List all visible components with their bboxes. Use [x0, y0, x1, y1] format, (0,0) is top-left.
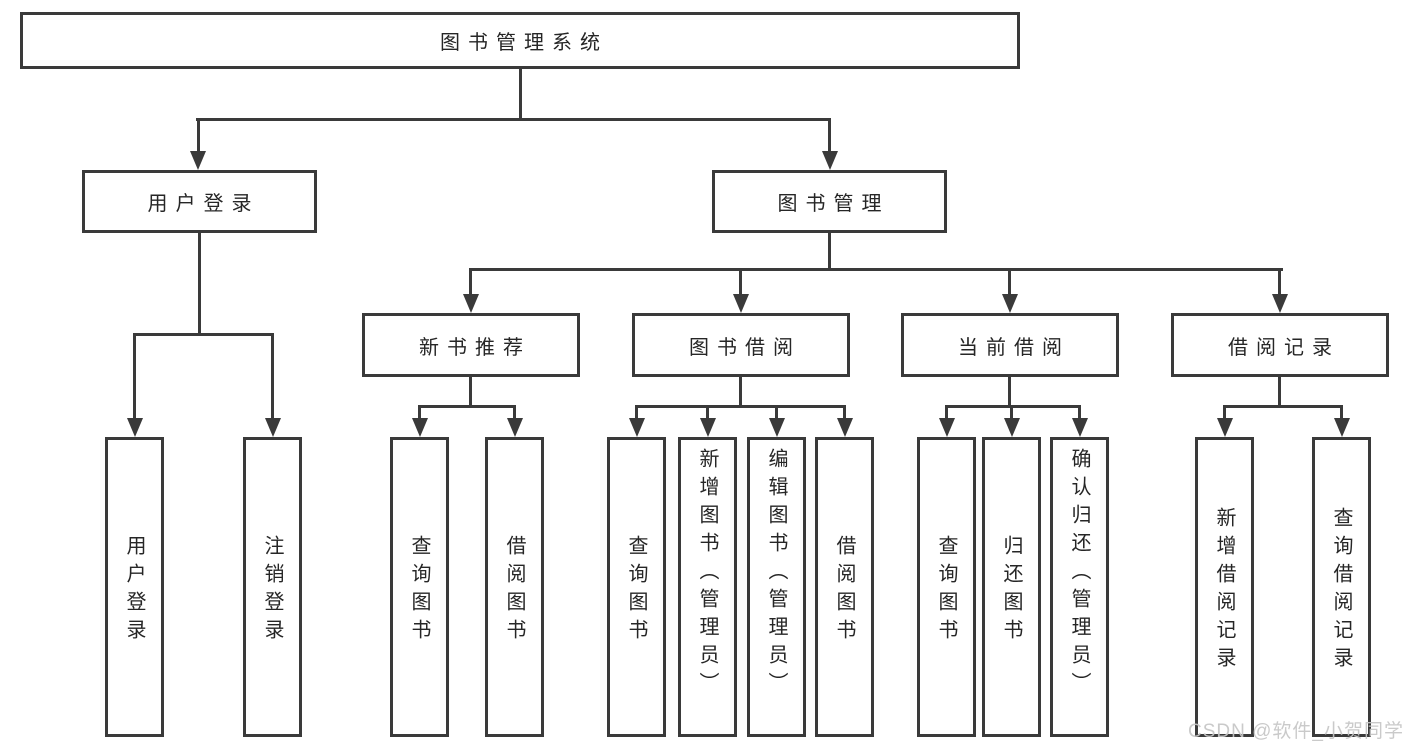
leaf-bb-add-book-admin: 新增图书（管理员） [678, 437, 737, 737]
arrow-user-login [190, 151, 206, 170]
leaf-user-login-label: 用户登录 [123, 535, 145, 647]
leaf-br-query-record-label: 查询借阅记录 [1330, 507, 1352, 675]
connector-nbr-drop-1 [418, 405, 421, 418]
node-book-borrow-label: 图书借阅 [689, 336, 801, 359]
connector-user-login-stem [198, 233, 201, 336]
leaf-cb-return-book-label: 归还图书 [1000, 535, 1022, 647]
leaf-br-add-record: 新增借阅记录 [1195, 437, 1254, 737]
connector-cb-drop-1 [945, 405, 948, 418]
leaf-logout-label: 注销登录 [261, 535, 283, 647]
node-book-management: 图书管理 [712, 170, 947, 233]
node-root: 图书管理系统 [20, 12, 1020, 69]
connector-nbr-split [418, 405, 516, 408]
connector-root-stem [519, 68, 522, 121]
connector-cb-drop-2 [1010, 405, 1013, 418]
leaf-bb-add-book-admin-label: 新增图书（管理员） [696, 448, 718, 700]
arrow-br-query-record [1334, 418, 1350, 437]
arrow-br-add-record [1217, 418, 1233, 437]
connector-book-mgmt-drop-3 [1008, 268, 1011, 295]
leaf-nbr-borrow-book-label: 借阅图书 [503, 535, 525, 647]
connector-root-drop-left [197, 118, 200, 152]
connector-br-drop-2 [1340, 405, 1343, 418]
connector-user-login-split [133, 333, 274, 336]
leaf-br-query-record: 查询借阅记录 [1312, 437, 1371, 737]
leaf-br-add-record-label: 新增借阅记录 [1213, 507, 1235, 675]
node-new-book-recommend-label: 新书推荐 [419, 336, 531, 359]
connector-br-split [1223, 405, 1343, 408]
connector-book-mgmt-stem [828, 233, 831, 271]
connector-cb-drop-3 [1078, 405, 1081, 418]
leaf-cb-return-book: 归还图书 [982, 437, 1041, 737]
leaf-nbr-query-book: 查询图书 [390, 437, 449, 737]
leaf-nbr-borrow-book: 借阅图书 [485, 437, 544, 737]
leaf-bb-borrow-book-label: 借阅图书 [833, 535, 855, 647]
connector-user-login-drop-1 [133, 333, 136, 418]
leaf-cb-query-book: 查询图书 [917, 437, 976, 737]
connector-nbr-drop-2 [513, 405, 516, 418]
arrow-leaf-user-login [127, 418, 143, 437]
arrow-bb-query-book [629, 418, 645, 437]
connector-book-mgmt-drop-4 [1278, 268, 1281, 295]
connector-book-mgmt-split [469, 268, 1283, 271]
connector-cb-split [945, 405, 1081, 408]
arrow-cb-confirm-return [1072, 418, 1088, 437]
leaf-logout: 注销登录 [243, 437, 302, 737]
connector-br-drop-1 [1223, 405, 1226, 418]
arrow-cb-query-book [939, 418, 955, 437]
arrow-nbr-borrow-book [507, 418, 523, 437]
connector-nbr-stem [469, 377, 472, 407]
connector-bb-drop-4 [843, 405, 846, 418]
node-root-label: 图书管理系统 [440, 32, 608, 54]
connector-book-mgmt-drop-1 [469, 268, 472, 295]
node-current-borrow-label: 当前借阅 [958, 336, 1070, 359]
leaf-bb-query-book-label: 查询图书 [625, 535, 647, 647]
connector-br-stem [1278, 377, 1281, 407]
connector-bb-drop-3 [775, 405, 778, 418]
arrow-book-borrow [733, 294, 749, 313]
node-borrow-records: 借阅记录 [1171, 313, 1389, 377]
watermark: CSDN @软件_小贺同学 [1188, 721, 1404, 742]
node-user-login-label: 用户登录 [147, 193, 260, 215]
connector-root-drop-right [828, 118, 831, 152]
connector-bb-drop-1 [635, 405, 638, 418]
node-book-management-label: 图书管理 [777, 193, 890, 215]
arrow-book-management [822, 151, 838, 170]
leaf-cb-confirm-return-admin: 确认归还（管理员） [1050, 437, 1109, 737]
node-user-login: 用户登录 [82, 170, 317, 233]
leaf-cb-query-book-label: 查询图书 [935, 535, 957, 647]
connector-root-split [196, 118, 831, 121]
connector-bb-drop-2 [706, 405, 709, 418]
connector-bb-stem [739, 377, 742, 407]
node-book-borrow: 图书借阅 [632, 313, 850, 377]
node-current-borrow: 当前借阅 [901, 313, 1119, 377]
node-borrow-records-label: 借阅记录 [1228, 336, 1340, 359]
arrow-nbr-query-book [412, 418, 428, 437]
leaf-cb-confirm-return-admin-label: 确认归还（管理员） [1068, 448, 1090, 700]
leaf-bb-edit-book-admin-label: 编辑图书（管理员） [765, 448, 787, 700]
arrow-leaf-logout [265, 418, 281, 437]
arrow-current-borrow [1002, 294, 1018, 313]
leaf-bb-borrow-book: 借阅图书 [815, 437, 874, 737]
connector-user-login-drop-2 [271, 333, 274, 418]
leaf-bb-edit-book-admin: 编辑图书（管理员） [747, 437, 806, 737]
arrow-cb-return-book [1004, 418, 1020, 437]
node-new-book-recommend: 新书推荐 [362, 313, 580, 377]
connector-bb-split [635, 405, 846, 408]
arrow-new-book-recommend [463, 294, 479, 313]
connector-book-mgmt-drop-2 [739, 268, 742, 295]
arrow-bb-borrow-book [837, 418, 853, 437]
arrow-bb-add-book [700, 418, 716, 437]
leaf-bb-query-book: 查询图书 [607, 437, 666, 737]
leaf-nbr-query-book-label: 查询图书 [408, 535, 430, 647]
leaf-user-login: 用户登录 [105, 437, 164, 737]
arrow-bb-edit-book [769, 418, 785, 437]
arrow-borrow-records [1272, 294, 1288, 313]
connector-cb-stem [1008, 377, 1011, 407]
